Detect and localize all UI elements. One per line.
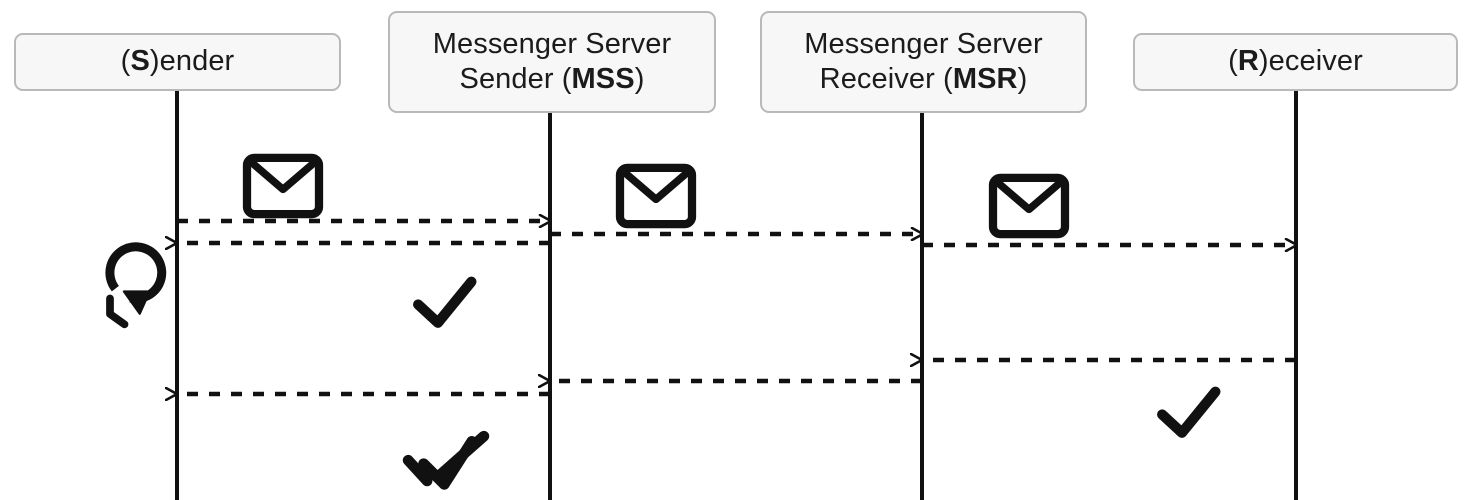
lifelines-layer [175, 91, 1298, 500]
check-icon [413, 276, 477, 328]
envelope-icon [615, 163, 697, 229]
messages-layer [177, 221, 1296, 394]
clock-rotate-icon [105, 242, 167, 329]
icons-layer [105, 153, 1221, 490]
envelope-icon [242, 153, 324, 219]
actor-box-sender[interactable]: (S)ender [14, 33, 341, 91]
actor-box-receiver[interactable]: (R)eceiver [1133, 33, 1458, 91]
actor-label: (S)ender [120, 45, 235, 78]
double-check-icon [402, 430, 490, 490]
envelope-icon [988, 173, 1070, 239]
check-icon [1157, 386, 1221, 438]
actor-label: (R)eceiver [1228, 45, 1363, 78]
